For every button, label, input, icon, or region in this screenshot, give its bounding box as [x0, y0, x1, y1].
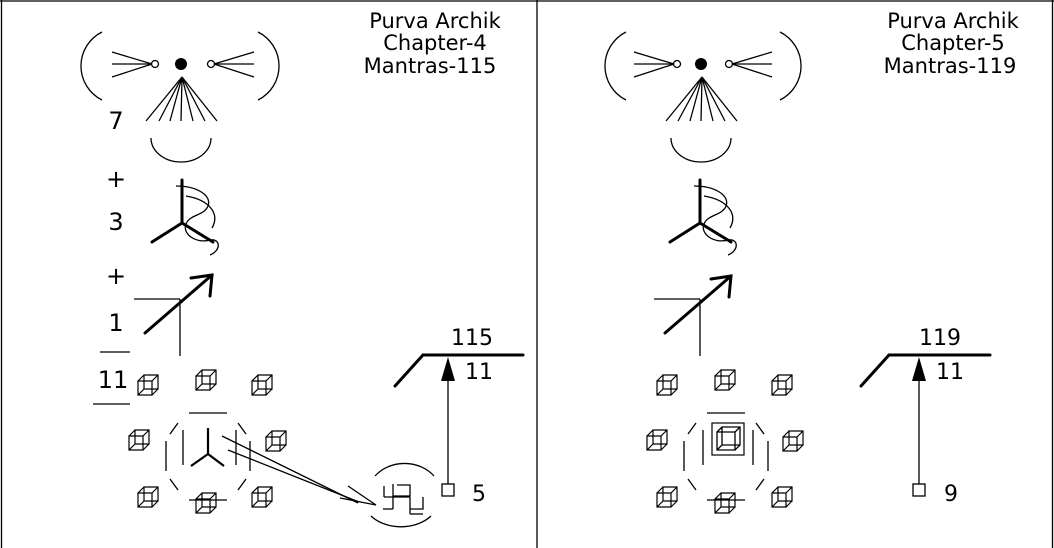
panel-right: Purva Archik Chapter-5 Mantras-119 — [604, 9, 1020, 507]
fraction-numerator-right: 119 — [919, 326, 961, 351]
panel-right-title-line2: Chapter-5 — [901, 31, 1005, 55]
fraction-numerator-left: 115 — [451, 326, 493, 351]
cube-icon-left-8 — [251, 486, 273, 508]
center-cube-icon — [711, 422, 745, 456]
cube-icons-layer — [128, 369, 804, 514]
double-arrow-icon — [221, 435, 377, 506]
cube-icon-right-5 — [782, 430, 804, 452]
cube-icon-right-8 — [771, 486, 793, 508]
rays-icon-right — [665, 76, 738, 122]
cube-icon-left-1 — [137, 374, 159, 396]
cube-icon-left-3 — [251, 374, 273, 396]
panel-left-title-line1: Purva Archik — [369, 9, 501, 33]
plus-sign-2: + — [106, 262, 126, 290]
fraction-denominator-left: 11 — [465, 360, 493, 385]
fraction-arrow-right — [859, 353, 992, 497]
tripod-spiral-icon-right — [668, 178, 737, 256]
panel-left: Purva Archik Chapter-4 Mantras-115 — [80, 9, 525, 528]
number-7: 7 — [108, 107, 123, 135]
cube-icon-left-2 — [195, 369, 217, 391]
number-1: 1 — [108, 309, 123, 337]
cube-icon-right-3 — [771, 374, 793, 396]
sun-eye-symbol-right — [604, 31, 802, 163]
plus-sign-1: + — [106, 165, 126, 193]
sun-eye-symbol — [80, 31, 280, 163]
fraction-denominator-right: 11 — [936, 360, 964, 385]
panel-left-title-line2: Chapter-4 — [383, 31, 487, 55]
cube-icon-right-7 — [714, 492, 736, 514]
swastika-icon — [370, 462, 435, 528]
cube-icon-left-4 — [128, 429, 150, 451]
panel-left-title-line3: Mantras-115 — [364, 54, 497, 78]
cube-icon-left-6 — [137, 486, 159, 508]
octagon-enclosure — [165, 412, 251, 501]
rays-icon — [145, 76, 218, 122]
tripod-spiral-icon — [150, 178, 219, 256]
cube-icon-left-7 — [195, 492, 217, 514]
number-11-left: 11 — [98, 366, 129, 394]
center-tripod-icon — [190, 428, 225, 467]
diagonal-arrow-icon-right — [654, 274, 733, 356]
fraction-arrow-left — [393, 353, 525, 497]
octagon-enclosure-right — [683, 412, 769, 501]
cube-icon-left-5 — [265, 430, 287, 452]
cube-icon-right-6 — [656, 486, 678, 508]
source-number-left: 5 — [472, 482, 486, 507]
cube-icon-right-4 — [646, 429, 668, 451]
cube-icon-right-2 — [714, 369, 736, 391]
diagonal-arrow-icon — [134, 273, 214, 356]
panel-right-title-line1: Purva Archik — [887, 9, 1019, 33]
source-number-right: 9 — [944, 482, 958, 507]
panel-right-title-line3: Mantras-119 — [884, 54, 1017, 78]
number-3: 3 — [108, 208, 123, 236]
cube-icon-right-1 — [656, 374, 678, 396]
